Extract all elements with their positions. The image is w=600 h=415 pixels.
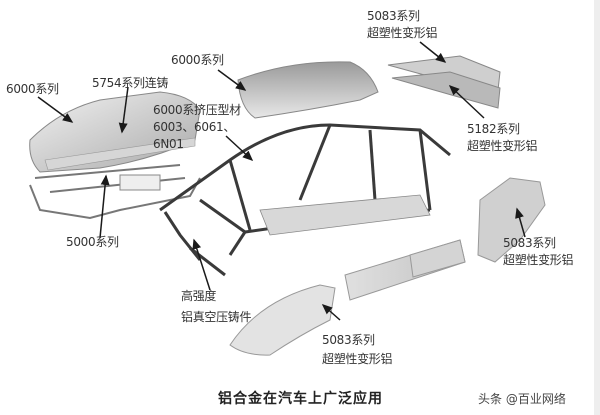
- label-suspension-1: 高强度: [181, 289, 217, 303]
- callout-arrows: [37, 41, 526, 321]
- side-doors-part: [344, 239, 466, 301]
- label-hood-outer: 6000系列: [6, 82, 59, 96]
- page-edge: [594, 0, 600, 415]
- label-suspension-2: 铝真空压铸件: [181, 310, 252, 324]
- label-trunk-inner-1: 5182系列: [467, 122, 520, 136]
- roof-part: [237, 61, 379, 119]
- front-frame-part: [29, 164, 201, 220]
- hood-part: [29, 91, 201, 173]
- label-trunk-outer-1: 5083系列: [367, 9, 420, 23]
- front-fender-part: [229, 284, 336, 356]
- label-extrusions-3: 6N01: [153, 137, 184, 151]
- label-roof: 6000系列: [171, 53, 224, 67]
- label-front-fender-2: 超塑性变形铝: [322, 352, 393, 366]
- label-rear-fender-2: 超塑性变形铝: [503, 253, 574, 267]
- label-trunk-inner-2: 超塑性变形铝: [467, 139, 538, 153]
- diagram-caption: 铝合金在汽车上广泛应用: [218, 391, 383, 407]
- label-front-fender-1: 5083系列: [322, 333, 375, 347]
- label-rear-fender-1: 5083系列: [503, 236, 556, 250]
- label-extrusions-2: 6003、6061、: [153, 120, 236, 134]
- floor-pan-part: [259, 194, 431, 236]
- label-hood-inner: 5754系列连铸: [92, 76, 169, 90]
- label-extrusions-1: 6000系挤压型材: [153, 103, 241, 117]
- trunk-lid-part: [387, 55, 501, 109]
- label-trunk-outer-2: 超塑性变形铝: [367, 26, 438, 40]
- label-front-frame: 5000系列: [66, 235, 119, 249]
- source-watermark: 头条 @百业网络: [478, 392, 566, 406]
- rear-fender-part: [477, 177, 546, 263]
